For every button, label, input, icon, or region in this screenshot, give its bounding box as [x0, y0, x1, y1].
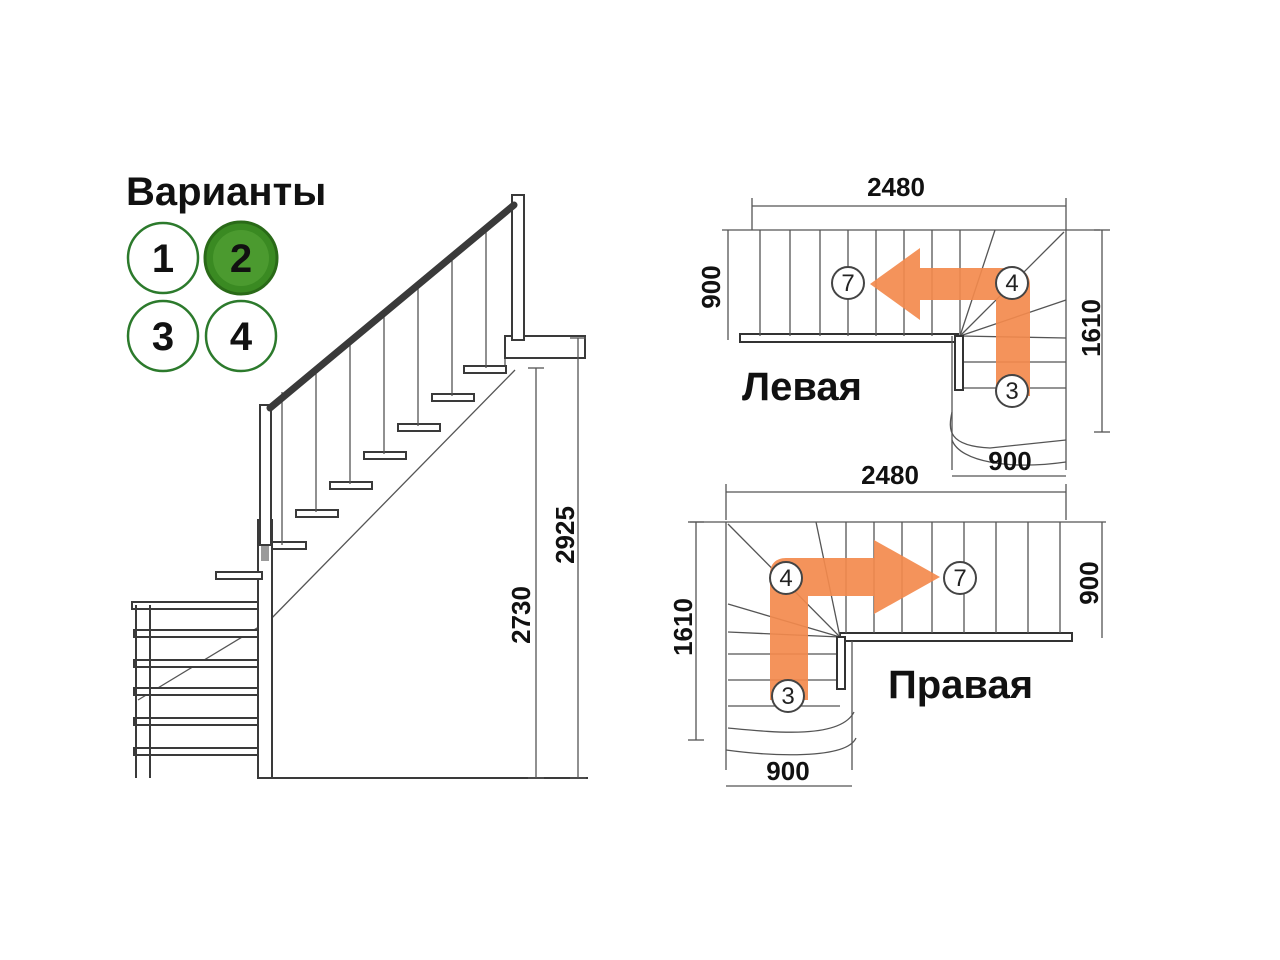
balusters — [281, 226, 487, 545]
right-height-upper: 900 — [1074, 561, 1104, 604]
svg-text:4: 4 — [1005, 270, 1018, 297]
dimension-2730-label: 2730 — [506, 586, 536, 644]
left-depth-total: 1610 — [1076, 299, 1106, 357]
dimension-2925-label: 2925 — [550, 506, 580, 564]
side-view: 2730 2925 — [131, 194, 588, 779]
left-plan-title: Левая — [742, 365, 862, 409]
right-step-3: 3 — [771, 679, 805, 713]
upper-flight — [271, 365, 507, 550]
left-step-3: 3 — [995, 374, 1029, 408]
upper-newel-post — [511, 194, 525, 341]
right-step-7: 7 — [943, 561, 977, 595]
handrail — [266, 201, 518, 412]
winder-stack — [131, 519, 273, 779]
left-step-4: 4 — [995, 266, 1029, 300]
lower-newel-post — [259, 404, 272, 546]
left-flow-arrow-icon — [870, 248, 1030, 396]
variant-option-1-label: 1 — [152, 237, 174, 281]
svg-text:4: 4 — [779, 565, 792, 592]
variants-title: Варианты — [126, 170, 326, 214]
dimension-2925: 2925 — [550, 337, 586, 779]
right-flow-arrow-icon — [770, 540, 940, 700]
left-step-7: 7 — [831, 266, 865, 300]
dimension-2730: 2730 — [506, 367, 544, 779]
svg-text:3: 3 — [1005, 378, 1018, 405]
left-plan: 2480 90 — [696, 172, 1110, 477]
right-width-lower: 900 — [766, 756, 809, 786]
right-depth-total: 1610 — [668, 598, 698, 656]
right-step-4: 4 — [769, 561, 803, 595]
variants-panel: Варианты 1 2 3 4 — [126, 170, 326, 373]
right-width-total: 2480 — [861, 460, 919, 490]
svg-text:3: 3 — [781, 683, 794, 710]
variant-option-4-label: 4 — [230, 315, 253, 359]
right-plan: 2480 — [668, 460, 1106, 787]
variant-option-2-label: 2 — [230, 237, 252, 281]
svg-text:7: 7 — [953, 565, 966, 592]
left-width-lower: 900 — [988, 446, 1031, 476]
variant-option-1[interactable]: 1 — [126, 221, 200, 295]
svg-text:7: 7 — [841, 270, 854, 297]
right-plan-title: Правая — [888, 663, 1033, 707]
left-width-total: 2480 — [867, 172, 925, 202]
variant-option-4[interactable]: 4 — [204, 299, 278, 373]
variant-option-3[interactable]: 3 — [126, 299, 200, 373]
variant-option-3-label: 3 — [152, 315, 174, 359]
left-height-upper: 900 — [696, 265, 726, 308]
variant-option-2[interactable]: 2 — [203, 220, 279, 296]
